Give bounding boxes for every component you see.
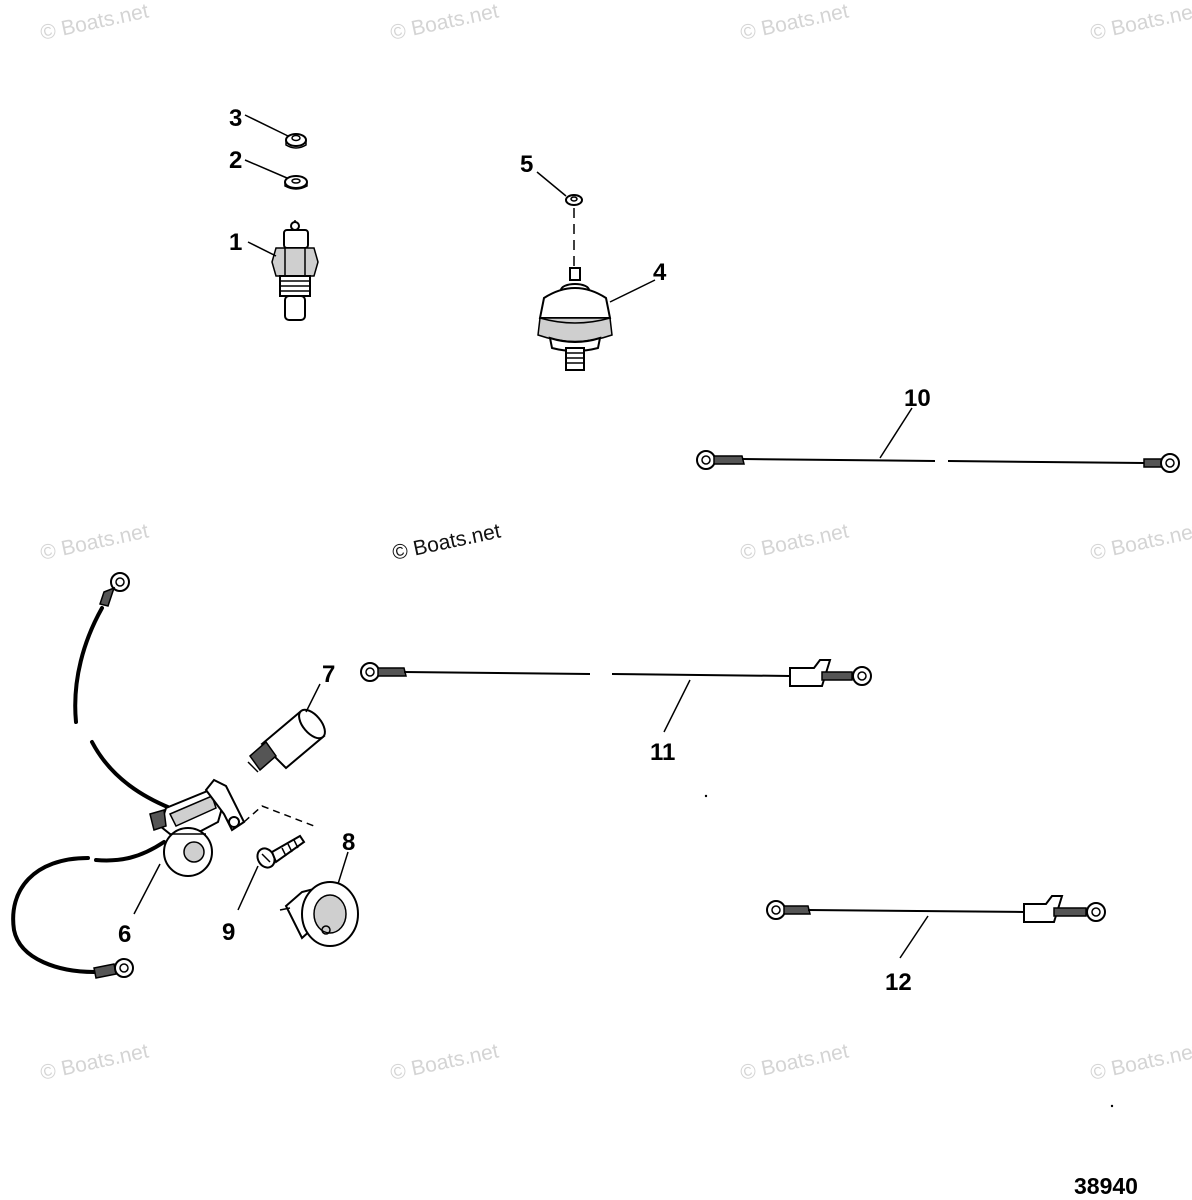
callout-12: 12	[885, 969, 912, 996]
callout-4: 4	[653, 259, 667, 286]
callout-5: 5	[520, 151, 533, 178]
part-8-plug: 8	[279, 829, 359, 947]
part-7-connector: 7	[247, 661, 335, 773]
watermark: © Boats.net	[388, 0, 501, 45]
part-11-wire: 11	[360, 659, 872, 766]
watermark: © Boats.net	[738, 1039, 851, 1084]
speck	[1110, 1104, 1114, 1108]
callout-7: 7	[322, 661, 335, 688]
callout-8: 8	[342, 829, 355, 856]
watermark: © Boats.net	[738, 519, 851, 564]
watermark: © Boats.net	[38, 519, 151, 564]
watermark: © Boats.net	[738, 0, 851, 45]
part-1-sender: 1	[229, 220, 319, 321]
watermark: © Boats.net	[1088, 1039, 1192, 1084]
part-3-nut: 3	[229, 105, 307, 149]
callout-3: 3	[229, 105, 242, 132]
part-2-washer: 2	[229, 147, 308, 190]
part-6-sender: 6	[11, 572, 315, 979]
speck	[704, 794, 708, 798]
callout-11: 11	[650, 739, 675, 766]
callout-6: 6	[118, 921, 131, 948]
watermark: © Boats.net	[38, 0, 151, 45]
part-5-nut: 5	[520, 151, 583, 266]
watermark: © Boats.net	[388, 1039, 501, 1084]
watermark: © Boats.net	[390, 519, 503, 564]
part-9-screw: 9	[222, 834, 306, 946]
part-4-sender: 4	[537, 259, 667, 371]
callout-2: 2	[229, 147, 242, 174]
part-12-wire: 12	[766, 895, 1106, 996]
part-10-wire: 10	[696, 385, 1180, 473]
watermark: © Boats.net	[38, 1039, 151, 1084]
callout-10: 10	[904, 385, 931, 412]
watermark: © Boats.net	[1088, 519, 1192, 564]
watermark: © Boats.net	[1088, 0, 1192, 45]
watermarks: © Boats.net © Boats.net © Boats.net © Bo…	[38, 0, 1192, 1085]
figure-number: 38940	[1074, 1173, 1138, 1199]
callout-9: 9	[222, 919, 235, 946]
callout-1: 1	[229, 229, 242, 256]
